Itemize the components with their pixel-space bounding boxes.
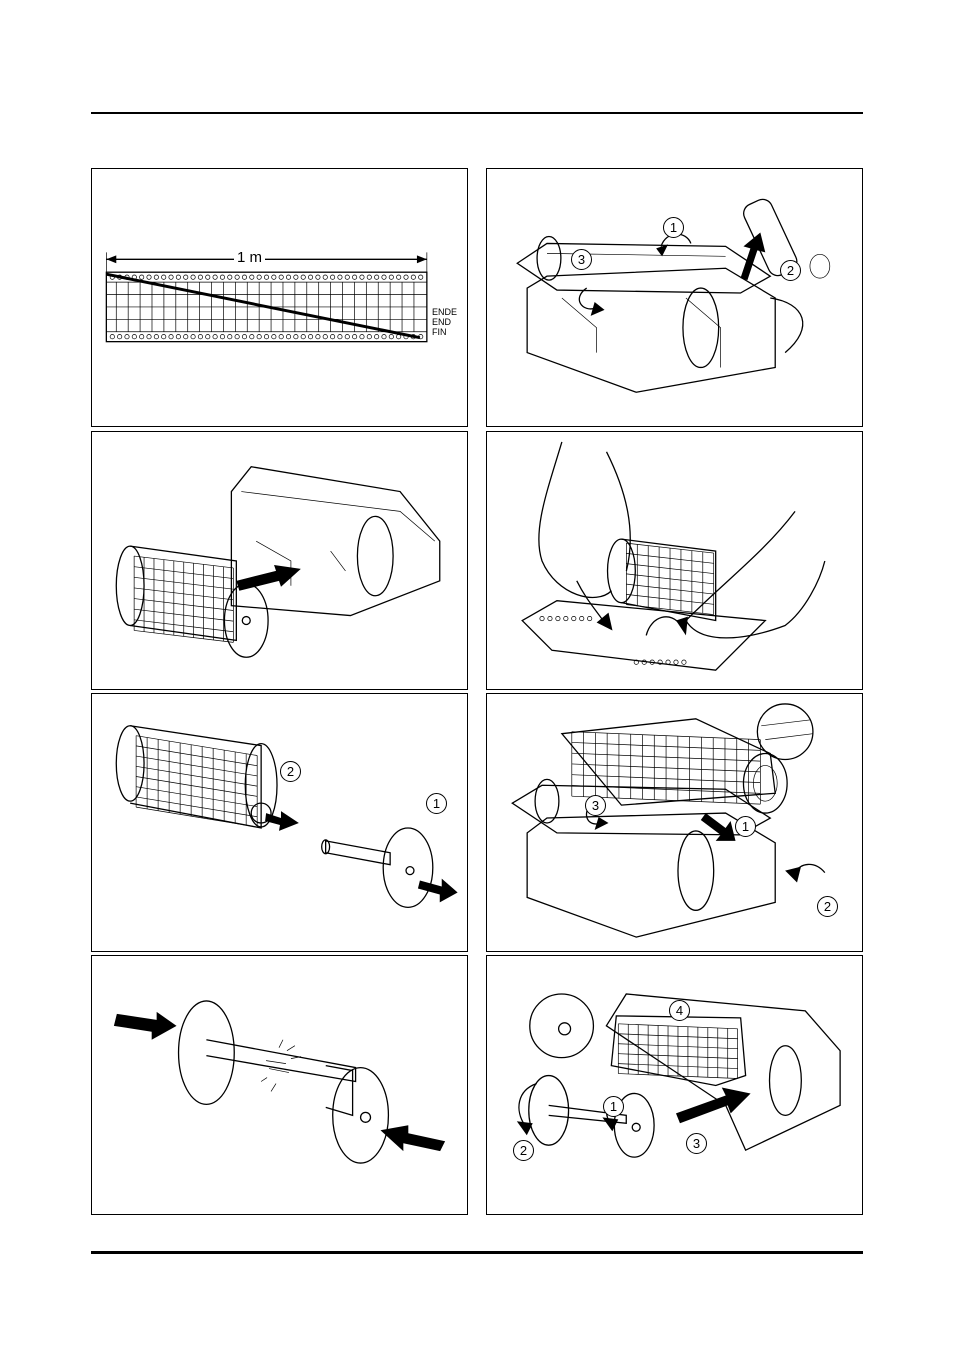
panel-remove-roll [91,431,468,690]
step-number-1-p8: 1 [603,1096,624,1117]
step-number-2: 2 [780,260,801,281]
paper-strip-illustration [92,169,467,426]
remove-spindle-illustration [92,694,467,951]
footer-rule [91,1251,863,1254]
step-number-1-p5: 1 [426,793,447,814]
measure-label: 1 m [234,249,265,266]
end-label-de: ENDE [432,307,457,317]
step-number-3: 3 [571,249,592,270]
step-number-2-p6: 2 [817,896,838,917]
step-number-2-p8: 2 [513,1140,534,1161]
end-label-en: END [432,317,451,327]
step-number-3-p6: 3 [585,795,606,816]
panel-remove-spindle: 2 1 [91,693,468,952]
assemble-spindle-illustration [92,956,467,1214]
panel-load-paper: 3 1 2 [486,693,863,952]
panel-insert-hands [486,431,863,690]
unit-open-illustration [487,169,862,426]
panel-assemble-spindle [91,955,468,1215]
hands-insert-illustration [487,432,862,689]
header-rule [91,112,863,114]
step-number-3-p8: 3 [686,1133,707,1154]
panel-open-unit: 1 2 3 [486,168,863,427]
load-paper-illustration [487,694,862,951]
end-label-fr: FIN [432,327,447,337]
step-number-1-p6: 1 [735,816,756,837]
step-number-4-p8: 4 [669,1000,690,1021]
step-number-1: 1 [663,217,684,238]
insert-spindle-illustration [487,956,862,1214]
panel-paper-end: 1 m ENDE END FIN [91,168,468,427]
remove-roll-illustration [92,432,467,689]
panel-insert-spindle: 4 1 2 3 [486,955,863,1215]
step-number-2-p5: 2 [280,761,301,782]
